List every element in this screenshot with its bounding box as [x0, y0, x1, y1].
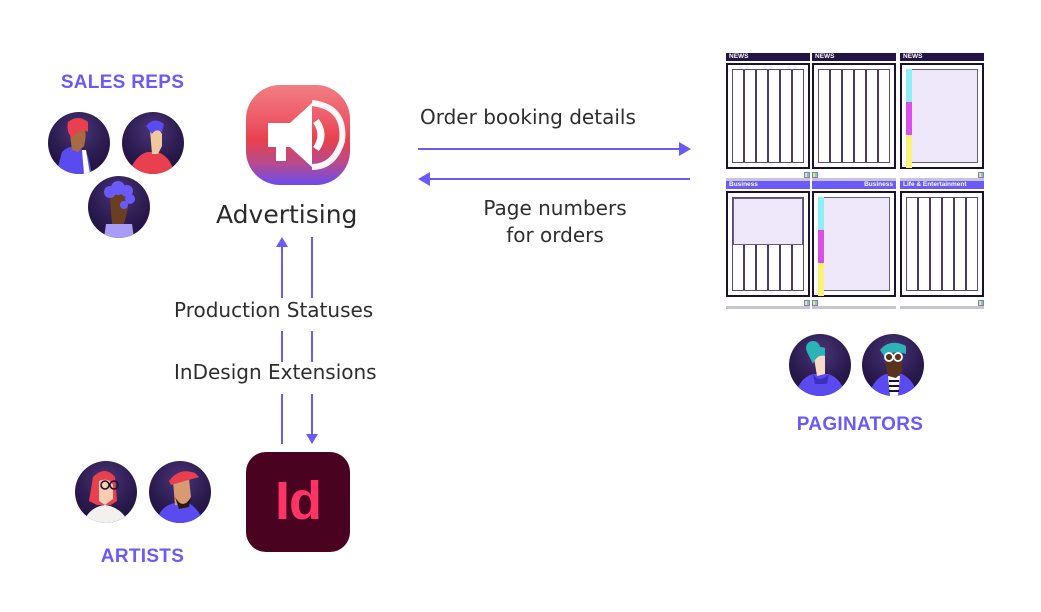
page-marker-icon: [804, 172, 810, 178]
page-body: [812, 191, 896, 297]
arrow-left-icon: [418, 172, 430, 186]
page-column: [745, 70, 757, 162]
newspaper-page[interactable]: Business: [726, 181, 810, 309]
page-marker-icon: [978, 172, 984, 178]
page-column: [943, 198, 955, 290]
page-marker-icon: [812, 172, 818, 178]
ad-placement[interactable]: [818, 197, 890, 291]
page-footer: [812, 178, 896, 181]
page-body: [900, 63, 984, 169]
page-section-header: Business: [726, 181, 810, 189]
page-marker-icon: [804, 300, 810, 306]
artist-avatar-2: [149, 461, 211, 523]
advertising-app-icon[interactable]: [246, 85, 350, 185]
page-column: [907, 198, 919, 290]
newspaper-page[interactable]: NEWS: [812, 53, 896, 181]
page-footer: [726, 306, 810, 309]
page-column: [919, 198, 931, 290]
color-strip: [906, 69, 912, 102]
newspaper-page[interactable]: NEWS: [900, 53, 984, 181]
page-column: [843, 70, 855, 162]
person-icon: [155, 471, 203, 523]
newspaper-page[interactable]: Life & Entertainment: [900, 181, 984, 309]
indesign-extensions-label: InDesign Extensions: [174, 360, 377, 384]
page-marker-icon: [978, 300, 984, 306]
page-column: [955, 198, 967, 290]
paginator-avatar-1: [789, 334, 851, 396]
megaphone-icon: [268, 100, 346, 170]
paginators-label: PAGINATORS: [796, 414, 924, 435]
page-columns: [732, 69, 804, 163]
page-body: [726, 63, 810, 169]
color-strip: [906, 135, 912, 168]
sales-rep-avatar-2: [122, 112, 184, 174]
ad-placement[interactable]: [733, 198, 803, 245]
page-section-header: Life & Entertainment: [900, 181, 984, 189]
page-body: [726, 191, 810, 297]
arrow-down-icon: [306, 434, 318, 444]
arrow-up-icon: [276, 237, 288, 247]
flow-arrows-horizontal: [418, 142, 691, 186]
page-section-header: Business: [812, 181, 896, 189]
order-booking-label: Order booking details: [420, 105, 636, 129]
page-columns: [906, 197, 978, 291]
page-numbers-label-line2: for orders: [506, 223, 604, 247]
page-column: [781, 70, 793, 162]
page-column: [855, 70, 867, 162]
person-icon: [104, 181, 135, 238]
page-numbers-label-line1: Page numbers: [483, 196, 627, 220]
newspaper-page[interactable]: NEWS: [726, 53, 810, 181]
color-strip: [818, 263, 824, 296]
page-footer: [726, 178, 810, 181]
page-footer: [900, 306, 984, 309]
page-section-header: NEWS: [812, 53, 896, 61]
arrow-right-icon: [679, 142, 691, 156]
newspaper-page[interactable]: Business: [812, 181, 896, 309]
advertising-app-name: Advertising: [216, 200, 358, 229]
page-marker-icon: [812, 300, 818, 306]
page-section-header: NEWS: [900, 53, 984, 61]
page-column: [831, 70, 843, 162]
artist-avatar-1: [75, 461, 137, 523]
color-strip: [818, 230, 824, 263]
sales-rep-avatar-3: [88, 176, 150, 238]
sales-rep-avatar-1: [48, 112, 110, 174]
page-section-header: NEWS: [726, 53, 810, 61]
indesign-app-icon[interactable]: Id: [246, 452, 350, 552]
indesign-logo-text: Id: [275, 471, 322, 531]
page-column: [733, 70, 745, 162]
flow-arrows-vertical: [276, 237, 318, 444]
person-icon: [128, 120, 174, 174]
production-statuses-label: Production Statuses: [174, 298, 374, 322]
paginator-avatar-2: [862, 334, 924, 396]
page-body: [812, 63, 896, 169]
sales-reps-label: SALES REPS: [60, 72, 185, 93]
page-column: [793, 70, 803, 162]
ad-placement[interactable]: [906, 69, 978, 163]
color-strip: [818, 197, 824, 230]
page-column: [757, 70, 769, 162]
page-footer: [900, 178, 984, 181]
artists-label: ARTISTS: [100, 546, 185, 567]
page-column: [819, 70, 831, 162]
page-column: [879, 70, 889, 162]
page-columns: [818, 69, 890, 163]
page-column: [967, 198, 977, 290]
person-icon: [56, 118, 92, 174]
person-icon: [83, 471, 129, 523]
page-column: [769, 70, 781, 162]
person-icon: [868, 342, 918, 396]
page-body: [900, 191, 984, 297]
person-icon: [795, 341, 845, 396]
page-numbers-label: Page numbers for orders: [420, 195, 690, 249]
color-strip: [906, 102, 912, 135]
page-column: [931, 198, 943, 290]
page-footer: [812, 306, 896, 309]
page-column: [867, 70, 879, 162]
